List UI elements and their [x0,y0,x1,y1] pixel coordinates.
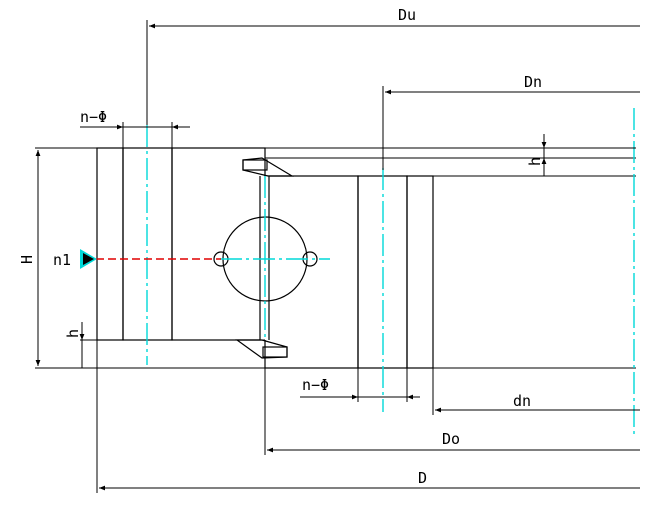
dim-D: D [96,340,640,493]
dim-h-right: h [436,134,636,176]
outer-ring-left-block [96,147,124,341]
dim-du: Du [146,6,640,125]
D-label: D [418,469,427,487]
inner-ring-main-block [264,175,359,369]
dim-n-phi-top: n−Φ [80,108,190,148]
h-left-label: h [64,329,82,338]
dim-H: H [18,150,41,366]
H-label: H [18,255,36,264]
dn-lower-label: dn [513,392,531,410]
bottom-seal [235,339,288,359]
du-label: Du [398,6,416,24]
dim-do: Do [264,368,640,455]
n1-label: n1 [53,251,71,269]
dim-dn-lower: dn [432,368,640,415]
h-right-label: h [526,157,544,166]
do-label: Do [442,430,460,448]
n-phi-top-label: n−Φ [80,108,107,126]
inner-ring-right-block [406,175,434,369]
outer-ring [96,147,266,341]
inner-ring [264,175,434,369]
dim-h-left: h [64,322,85,368]
center-lines [146,108,635,435]
dim-n-phi-bottom: n−Φ [300,368,420,402]
dn-label: Dn [524,73,542,91]
top-seal [242,157,295,177]
dim-dn: Dn [382,73,640,170]
outer-ring-main-block [171,147,266,341]
n-phi-bottom-label: n−Φ [302,376,329,394]
